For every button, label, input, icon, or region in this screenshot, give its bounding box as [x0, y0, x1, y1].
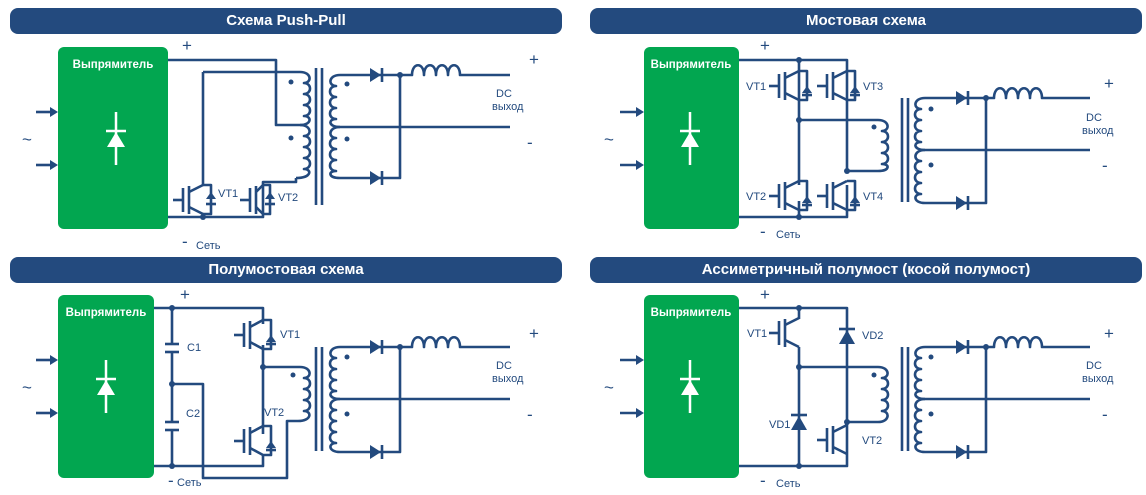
output-label-dc: DC [496, 88, 512, 100]
component-label-vt2: VT2 [278, 192, 298, 204]
mains-label: Сеть [776, 478, 801, 490]
dc-minus-sign: - [760, 222, 766, 241]
component-label-vt2: VT2 [746, 191, 766, 203]
output-diode-top [370, 340, 384, 354]
panel-asymmetric-half-bridge: Ассиметричный полумост (косой полумост) … [580, 249, 1144, 495]
output-diode-bottom [370, 445, 384, 459]
output-minus: - [1102, 156, 1108, 175]
mains-label: Сеть [776, 229, 801, 241]
dc-minus-sign: - [760, 471, 766, 490]
output-minus: - [527, 133, 533, 152]
output-plus: + [1104, 74, 1114, 93]
rectifier-block: Выпрямитель [58, 47, 168, 229]
component-label-vt1: VT1 [218, 188, 238, 200]
transistor-vt1 [173, 183, 216, 217]
component-label-vt3: VT3 [863, 81, 883, 93]
mains-label: Сеть [196, 240, 221, 252]
transistor-vt4 [817, 179, 860, 212]
rectifier-block: Выпрямитель [58, 295, 154, 478]
component-label-vt2: VT2 [862, 435, 882, 447]
output-inductor [986, 335, 1090, 349]
panel-title: Полумостовая схема [10, 257, 562, 283]
dc-minus-sign: - [168, 471, 174, 490]
rectifier-label: Выпрямитель [651, 59, 732, 71]
ac-input-arrows [36, 107, 58, 170]
panel-title: Мостовая схема [590, 8, 1142, 34]
output-diode-bottom [956, 445, 970, 459]
transistor-vt3 [817, 69, 860, 102]
dc-plus-label: + [182, 36, 192, 55]
transistor-vt2 [234, 424, 276, 457]
output-inductor [986, 86, 1090, 100]
rectifier-label: Выпрямитель [651, 307, 732, 319]
schematic-asymmetric-half-bridge: Выпрямитель ~ + - Сеть VD2 VD1 VT1 VT2 +… [604, 285, 1114, 490]
ac-input-arrows [620, 355, 644, 418]
component-label-vt2: VT2 [264, 407, 284, 419]
output-label-dc: DC [1086, 112, 1102, 124]
rectifier-diode-icon [106, 112, 126, 165]
output-diode-top [370, 68, 384, 82]
diode-vd1 [791, 413, 807, 430]
ac-symbol: ~ [604, 130, 614, 149]
rectifier-diode-icon [680, 112, 700, 165]
ac-symbol: ~ [22, 378, 32, 397]
rectifier-block: Выпрямитель [644, 295, 739, 478]
dc-minus-sign: - [182, 232, 188, 251]
output-diode-bottom [956, 196, 970, 210]
component-label-vt1: VT1 [747, 328, 767, 340]
component-label-vd2: VD2 [862, 330, 883, 342]
ac-input-arrows [36, 355, 58, 418]
rectifier-diode-icon [680, 360, 700, 413]
output-minus: - [1102, 405, 1108, 424]
transistor-vt2 [769, 179, 812, 212]
rectifier-diode-icon [96, 360, 116, 413]
component-label-vt1: VT1 [280, 329, 300, 341]
output-plus: + [1104, 324, 1114, 343]
dc-plus-label: + [180, 285, 190, 304]
mains-label: Сеть [177, 477, 202, 489]
component-label-vd1: VD1 [769, 419, 790, 431]
output-label-dc: DC [496, 360, 512, 372]
panel-title: Ассиметричный полумост (косой полумост) [590, 257, 1142, 283]
component-label-c2: C2 [186, 408, 200, 420]
transistor-vt1 [769, 69, 812, 102]
ac-symbol: ~ [604, 378, 614, 397]
diode-vd2 [839, 327, 855, 344]
schematic-push-pull: Выпрямитель ~ + - Сеть [22, 36, 539, 252]
rectifier-label: Выпрямитель [73, 59, 154, 71]
output-diode-top [956, 91, 970, 105]
ac-input-arrows [620, 107, 644, 170]
output-plus: + [529, 324, 539, 343]
panel-half-bridge: Полумостовая схема Выпрямитель ~ + - Сет… [0, 249, 564, 495]
rectifier-block: Выпрямитель [644, 47, 739, 229]
transistor-vt2 [817, 423, 848, 456]
schematic-full-bridge: Выпрямитель ~ + - Сеть VT1 VT3 VT2 VT4 +… [604, 36, 1114, 241]
panel-title: Схема Push-Pull [10, 8, 562, 34]
schematic-half-bridge: Выпрямитель ~ + - Сеть C1 C2 VT1 VT2 + [22, 285, 539, 490]
component-label-vt4: VT4 [863, 191, 883, 203]
output-inductor [400, 335, 510, 349]
output-label-out: выход [1082, 373, 1114, 385]
output-diode-top [956, 340, 970, 354]
output-label-out: выход [492, 101, 524, 113]
panel-full-bridge: Мостовая схема Выпрямитель ~ + - Сеть VT… [580, 0, 1144, 246]
rectifier-label: Выпрямитель [66, 307, 147, 319]
output-label-out: выход [492, 373, 524, 385]
dc-plus-label: + [760, 36, 770, 55]
output-label-dc: DC [1086, 360, 1102, 372]
output-plus: + [529, 50, 539, 69]
panel-push-pull: Схема Push-Pull Выпрямитель ~ + - Сеть [0, 0, 564, 252]
transistor-vt1 [234, 318, 276, 351]
output-inductor [400, 63, 510, 77]
output-diode-bottom [370, 171, 384, 185]
ac-symbol: ~ [22, 130, 32, 149]
dc-plus-label: + [760, 285, 770, 304]
output-label-out: выход [1082, 125, 1114, 137]
transistor-vt2 [240, 183, 275, 216]
component-label-vt1: VT1 [746, 81, 766, 93]
output-minus: - [527, 405, 533, 424]
component-label-c1: C1 [187, 342, 201, 354]
transistor-vt1 [769, 316, 800, 349]
